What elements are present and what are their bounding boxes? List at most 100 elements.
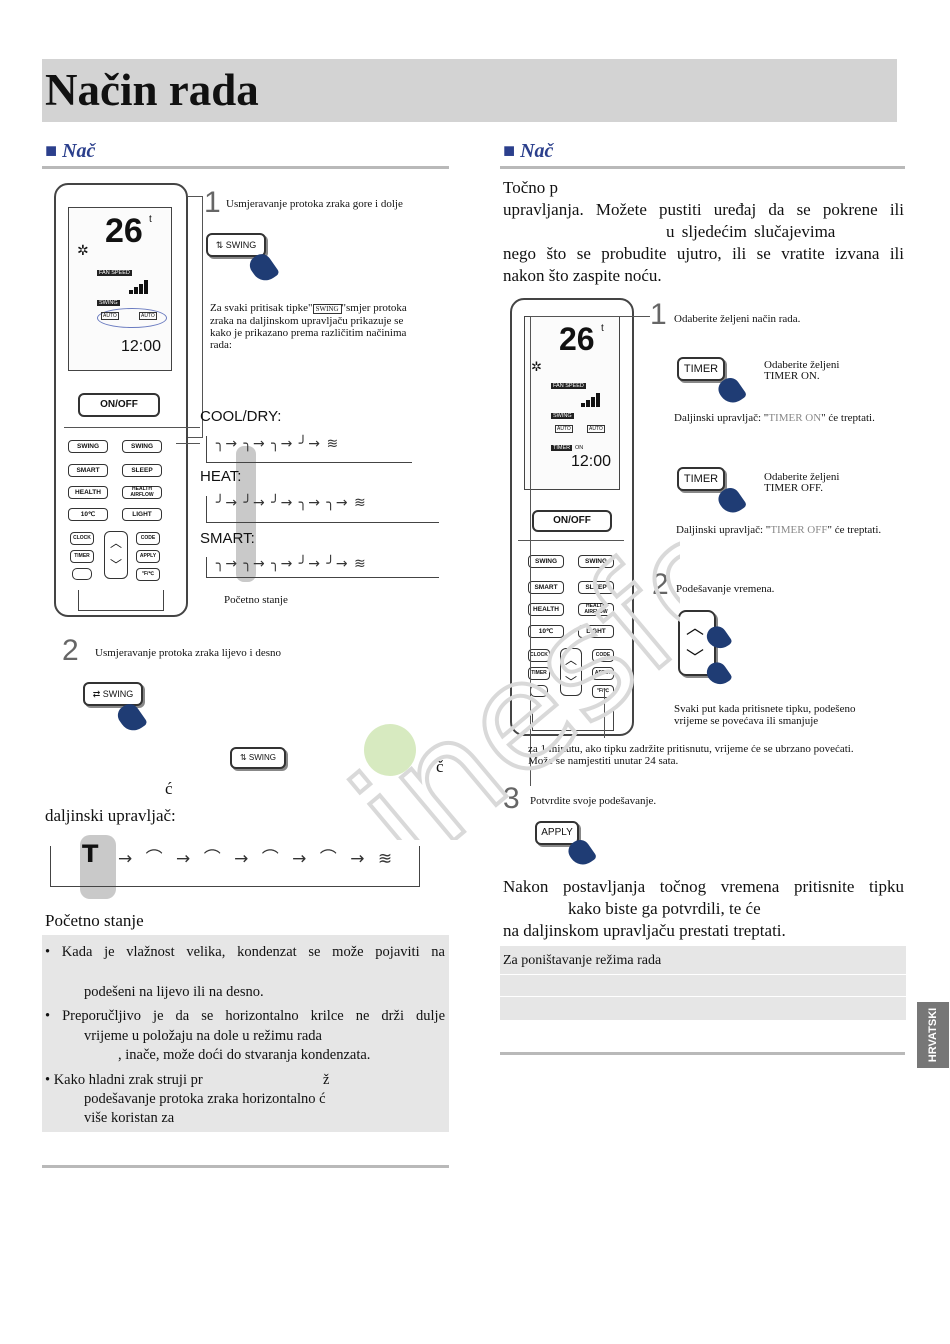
onoff-button[interactable]: ON/OFF — [78, 393, 160, 417]
timer-button-illustration: TIMER — [677, 467, 725, 491]
step-description: Svaki put kada pritisnete tipku, podešen… — [674, 703, 856, 727]
up-down-button[interactable]: ︿ ﹀ — [560, 648, 582, 696]
lr-flow-bracket — [50, 846, 420, 887]
chevron-up-icon: ︿ — [686, 618, 704, 638]
step-description: Odaberite željeni TIMER OFF. — [764, 471, 840, 494]
light-button[interactable]: LIGHT — [578, 625, 614, 638]
smart-button[interactable]: SMART — [68, 464, 108, 477]
mode-flow: ╮→ ╮→ ╮→ ╯→ ≋ — [216, 436, 340, 452]
note-line: više koristan za — [84, 1110, 175, 1126]
chevron-down-icon: ﹀ — [686, 648, 704, 668]
blink-highlight: TIMER ON — [768, 412, 822, 424]
ten-degree-button[interactable]: 10℃ — [68, 508, 108, 521]
lcd-auto-right: AUTO — [139, 312, 157, 320]
swing-ud-button[interactable]: SWING — [68, 440, 108, 453]
step-number: 1 — [650, 298, 667, 331]
clock-button[interactable]: CLOCK — [528, 649, 550, 662]
step-text: Potvrdite svoje podešavanje. — [530, 795, 657, 807]
step-description: Za svaki pritisak tipke"SWING"smjer prot… — [210, 302, 425, 351]
up-down-button[interactable]: ︿ ﹀ — [104, 531, 128, 579]
oval-button[interactable] — [72, 568, 92, 580]
lcd-swing-label: SWING — [551, 413, 574, 419]
remote-lcd: 26 t ✲ FAN SPEED SWING AUTO AUTO TIMER O… — [524, 316, 620, 490]
apply-button[interactable]: APPLY — [136, 550, 160, 563]
page-title: Način rada — [45, 65, 259, 115]
initial-state-highlight — [80, 835, 116, 899]
watermark-text: inesfoo — [323, 421, 680, 840]
swing-button-illustration: ⇄ SWING — [83, 682, 143, 706]
health-button[interactable]: HEALTH — [528, 603, 564, 616]
mode-flow: ╮→ ╮→ ╮→ ╯→ ╯→ ≋ — [216, 556, 367, 572]
blink-text: " će treptati. — [827, 524, 882, 536]
step-description: Može se namjestiti unutar 24 sata. — [528, 755, 679, 767]
mode-label: SMART: — [200, 530, 255, 547]
timer-button[interactable]: TIMER — [70, 550, 94, 563]
note-line: • Kako hladni zrak struji pr — [45, 1072, 203, 1088]
cancel-box — [500, 946, 906, 1020]
mode-label: HEAT: — [200, 468, 242, 485]
pointer-line — [176, 443, 200, 444]
intro-line: Točno p — [503, 178, 558, 197]
cancel-box-divider — [500, 996, 906, 997]
right-section-heading: ■ Nač — [503, 140, 554, 162]
watermark-graphic: inesfoo — [321, 420, 680, 840]
clock-button[interactable]: CLOCK — [70, 532, 94, 545]
notes-box — [42, 935, 449, 1132]
lcd-on-label: ON — [575, 445, 584, 451]
remote-lid — [188, 196, 203, 438]
remote-lcd: 26 t ✲ FAN SPEED SWING AUTO AUTO 12:00 — [68, 207, 172, 371]
swing-lr-button[interactable]: SWING — [122, 440, 162, 453]
sleep-button[interactable]: SLEEP — [578, 581, 614, 594]
chevron-down-icon: ﹀ — [110, 558, 123, 572]
body-text: daljinski upravljač: — [45, 806, 176, 825]
inline-swing-button: ⇅ SWING — [230, 747, 286, 769]
swing-label: SWING — [225, 240, 257, 250]
lr-flow: → ⌒ → ⌒ → ⌒ → ⌒ → ≋ — [118, 849, 397, 869]
lcd-auto-right: AUTO — [587, 425, 605, 433]
description-text: "smjer protoka zraka na daljinskom uprav… — [210, 302, 407, 351]
blink-text: Daljinski upravljač: " — [676, 524, 771, 536]
onoff-button[interactable]: ON/OFF — [532, 510, 612, 532]
swing-ud-button[interactable]: SWING — [528, 555, 564, 568]
ten-degree-button[interactable]: 10℃ — [528, 625, 564, 638]
pointer-line — [172, 427, 200, 428]
remote-divider — [518, 540, 624, 541]
smart-button[interactable]: SMART — [528, 581, 564, 594]
unit-button[interactable]: °F/℃ — [136, 568, 160, 581]
lcd-temp-unit: t — [601, 323, 604, 334]
swing-icon: ⇅ — [239, 753, 249, 762]
note-line: ž — [323, 1072, 330, 1088]
health-airflow-button[interactable]: HEALTH AIRFLOW — [122, 486, 162, 499]
lcd-clock: 12:00 — [121, 338, 162, 355]
mode-flow-bracket — [206, 436, 412, 463]
code-button[interactable]: CODE — [592, 649, 614, 662]
step-text: Usmjeravanje protoka zraka gore i dolje — [226, 198, 403, 210]
note-line: vrijeme u položaju na dole u režimu rada — [84, 1028, 322, 1044]
chevron-down-icon: ﹀ — [565, 675, 578, 689]
unit-button[interactable]: °F/℃ — [592, 685, 614, 698]
swing-lr-button[interactable]: SWING — [578, 555, 614, 568]
fan-speed-bars-icon — [581, 393, 603, 407]
step-number: 2 — [652, 568, 669, 601]
fan-icon: ✲ — [531, 359, 542, 374]
light-button[interactable]: LIGHT — [122, 508, 162, 521]
timer-button[interactable]: TIMER — [528, 667, 550, 680]
health-button[interactable]: HEALTH — [68, 486, 108, 499]
intro-line: nakon što zaspite noću. — [503, 266, 662, 285]
note-line: , inače, može doći do stvaranja kondenza… — [118, 1047, 371, 1063]
apply-button[interactable]: APPLY — [592, 667, 614, 680]
code-button[interactable]: CODE — [136, 532, 160, 545]
body-text: kako biste ga potvrdili, te će — [568, 899, 761, 918]
swing-icon: ⇅ — [215, 240, 226, 250]
intro-line: nego što se probudite ujutro, ili se vra… — [503, 244, 904, 263]
left-bottom-rule — [42, 1165, 449, 1168]
lcd-temp-unit: t — [149, 214, 152, 225]
description-text: Za svaki pritisak tipke" — [210, 302, 313, 314]
right-bottom-rule — [500, 1052, 905, 1055]
left-section-heading: ■ Nač — [45, 140, 96, 162]
swing-button-illustration: ⇅ SWING — [206, 233, 266, 257]
sleep-button[interactable]: SLEEP — [122, 464, 162, 477]
step-number: 1 — [204, 186, 221, 219]
left-heading-rule — [42, 166, 449, 169]
health-airflow-button[interactable]: HEALTH AIRFLOW — [578, 603, 614, 616]
